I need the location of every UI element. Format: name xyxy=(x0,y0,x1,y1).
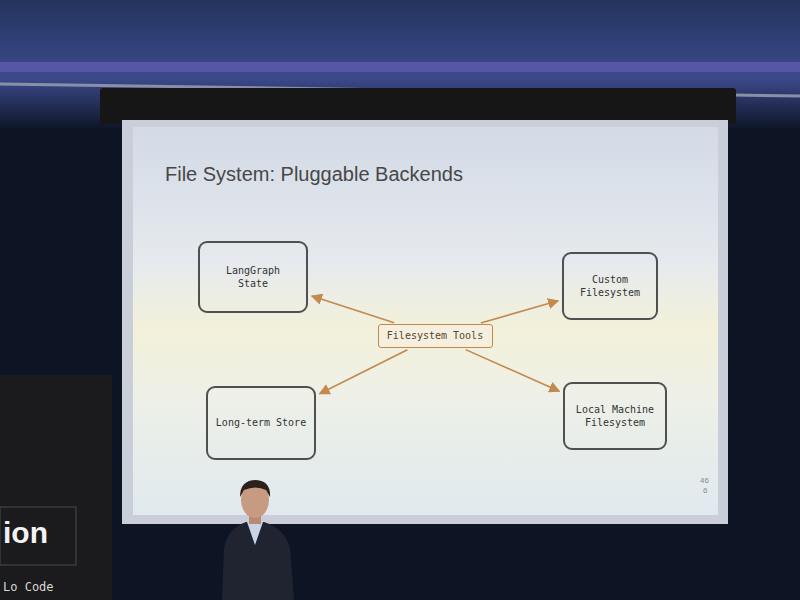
backend-box: Long-term Store xyxy=(206,386,316,460)
screen-housing xyxy=(100,88,736,124)
presenter-body xyxy=(222,522,294,600)
slide xyxy=(133,127,718,515)
backend-box: Local Machine Filesystem xyxy=(563,382,667,450)
presenter-hair xyxy=(240,480,270,497)
presenter-collar xyxy=(247,522,263,545)
node-label: Custom Filesystem xyxy=(574,273,646,300)
light-strip xyxy=(0,62,800,72)
banner-text: ion xyxy=(3,516,48,550)
slide-title: File System: Pluggable Backends xyxy=(165,163,463,186)
node-label: Filesystem Tools xyxy=(387,329,483,343)
node-label: Local Machine Filesystem xyxy=(572,403,658,430)
arrow-connector xyxy=(481,301,558,323)
slide-number: 46 xyxy=(700,476,709,485)
stage-banner xyxy=(0,375,112,600)
node-label: LangGraph State xyxy=(217,264,289,291)
arrow-connector xyxy=(320,350,408,394)
banner-text: Lo Code xyxy=(3,580,54,594)
tools-box: Filesystem Tools xyxy=(378,324,493,348)
slide-number: 6 xyxy=(703,486,707,495)
banner-frame xyxy=(0,507,76,565)
node-label: Long-term Store xyxy=(216,416,306,430)
arrow-connector xyxy=(312,296,394,323)
screen-surface xyxy=(122,120,728,524)
arrow-connector xyxy=(466,350,560,392)
ceiling-light xyxy=(0,0,800,130)
backend-box: LangGraph State xyxy=(198,241,308,313)
backend-box: Custom Filesystem xyxy=(562,252,658,320)
